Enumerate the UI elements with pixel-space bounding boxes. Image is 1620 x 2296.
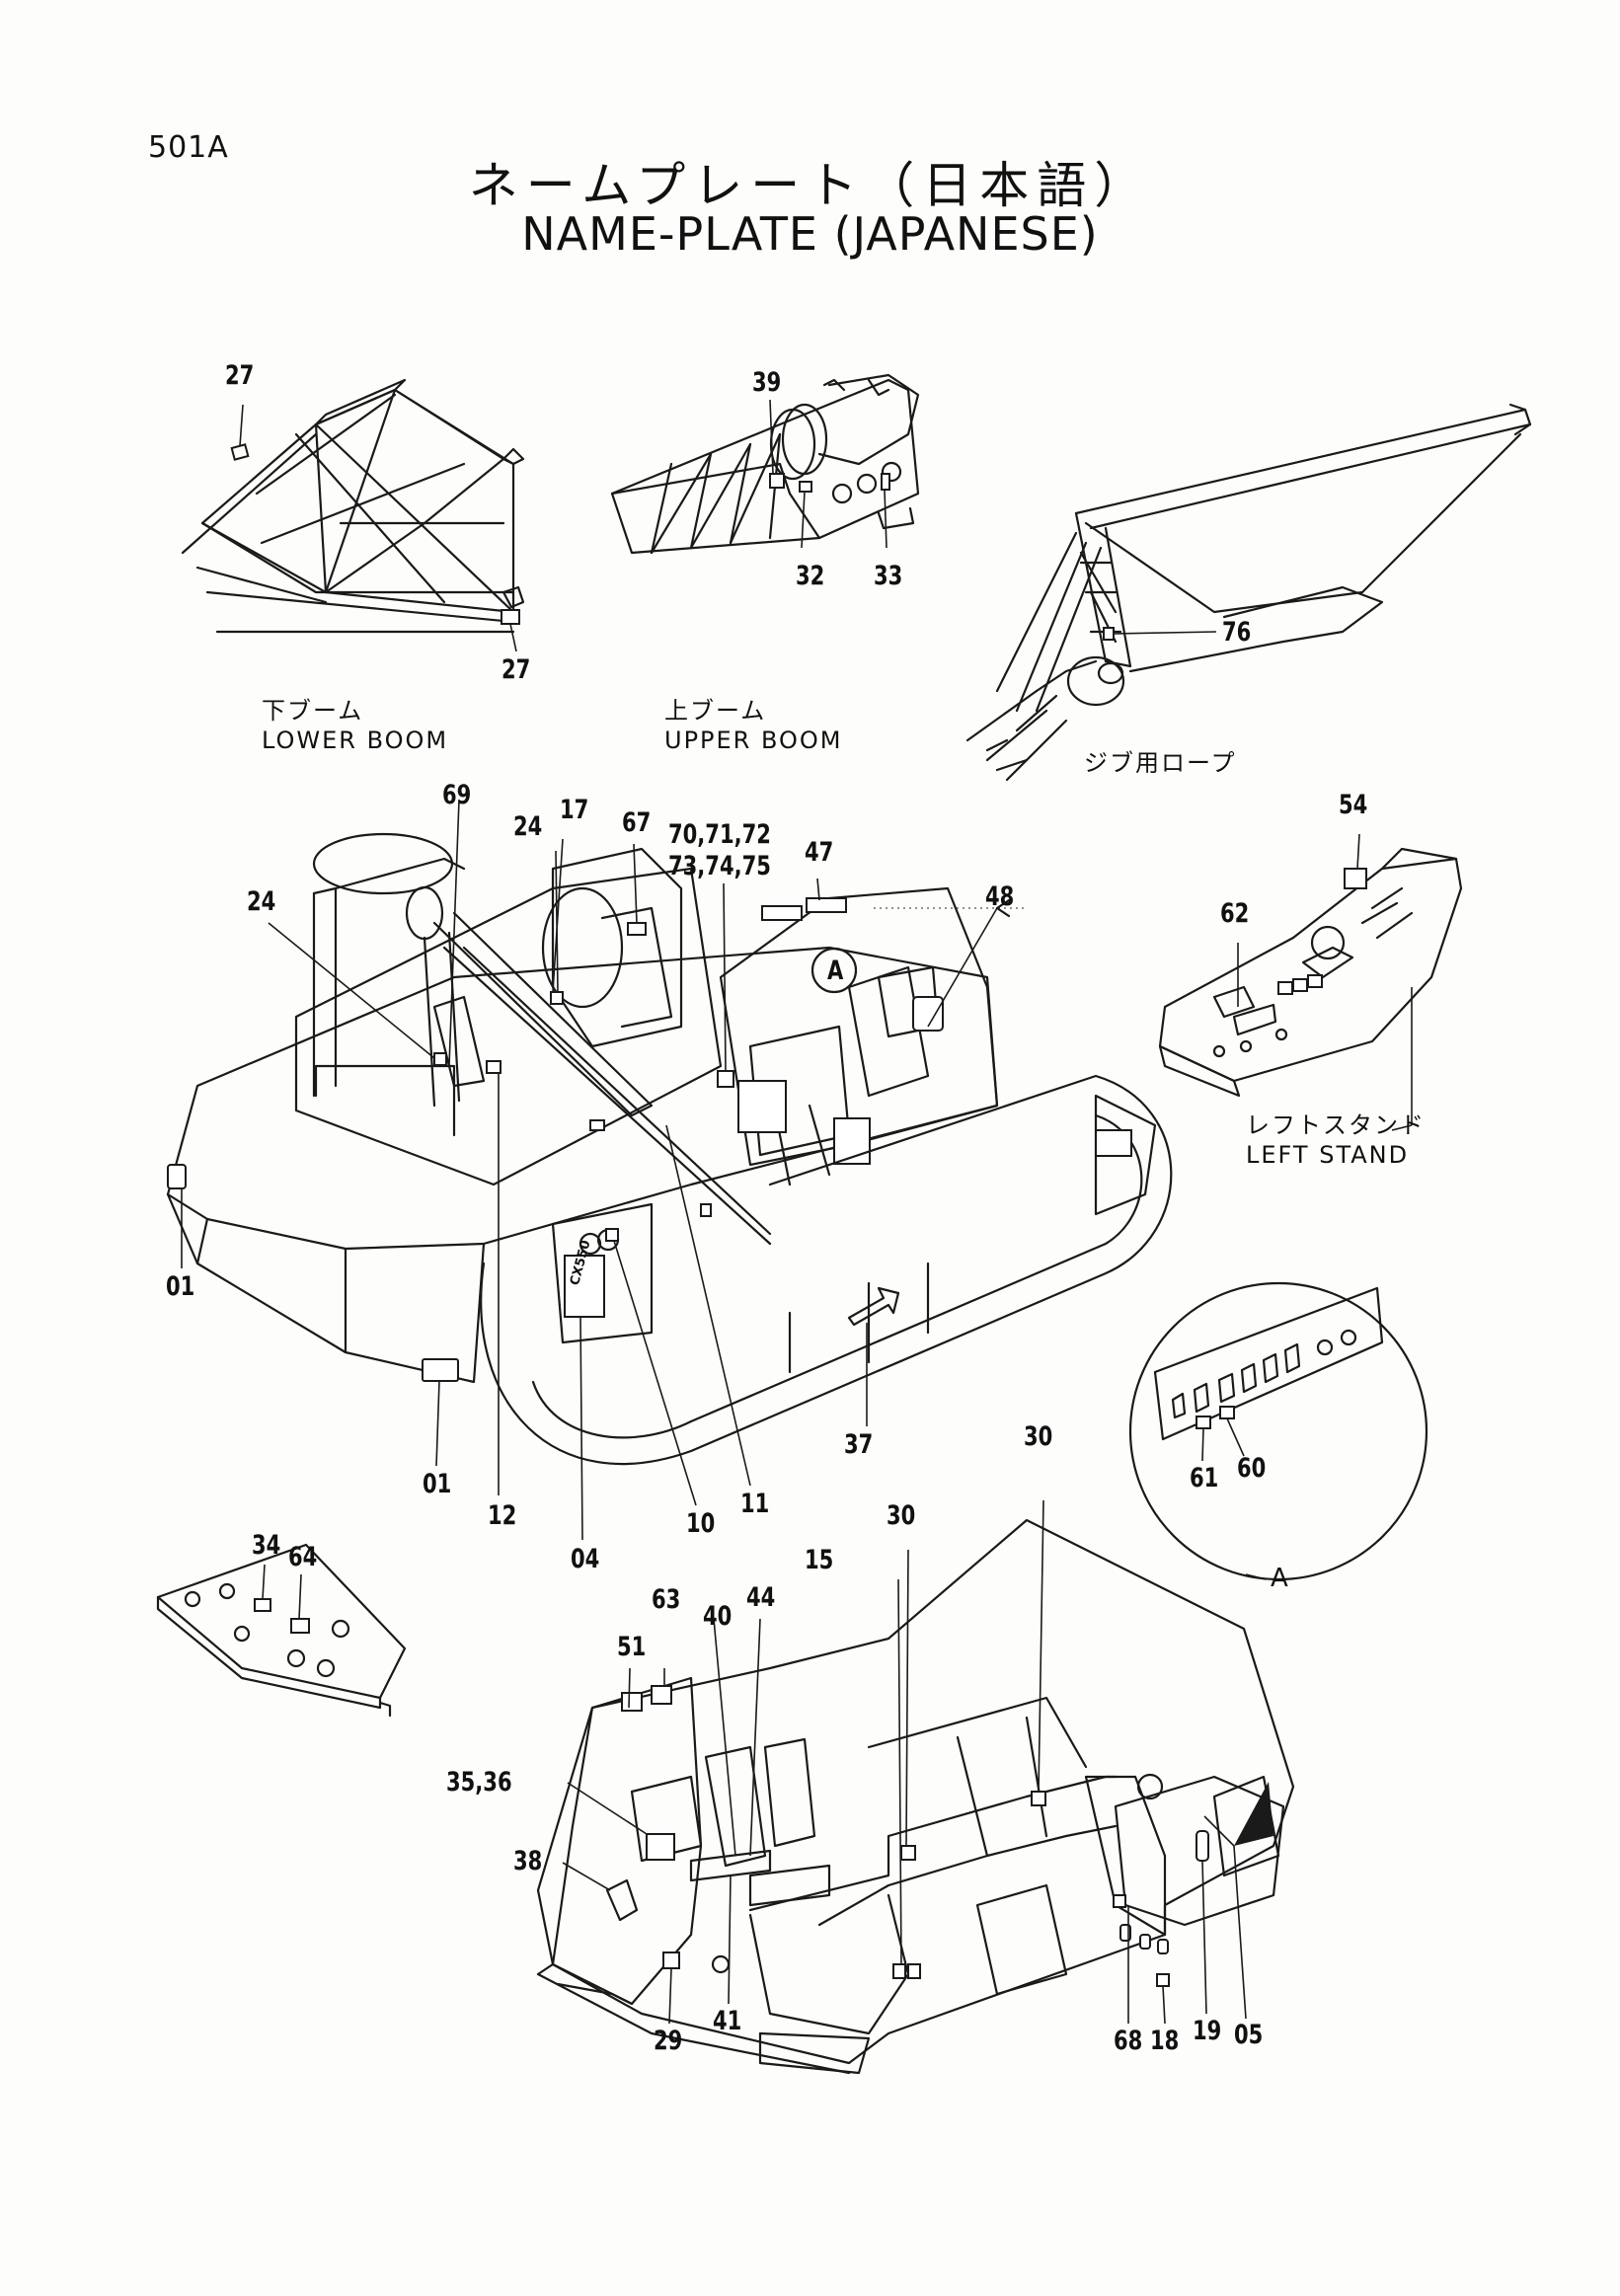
callout-17: 17 (560, 795, 589, 825)
callout-10: 10 (686, 1508, 716, 1539)
rear-view-illustration (536, 1499, 1295, 2075)
callout-60: 60 (1237, 1453, 1267, 1484)
title-english: NAME-PLATE (JAPANESE) (521, 207, 1099, 261)
callout-62: 62 (1220, 898, 1250, 929)
callout-01-right: 01 (423, 1469, 452, 1499)
caption-lower-boom-ja: 下ブーム (262, 697, 364, 725)
callout-40: 40 (703, 1601, 733, 1632)
caption-jib-rope: ジブ用ロープ (1084, 748, 1237, 778)
caption-left-stand-ja: レフトスタンド (1246, 1111, 1426, 1139)
callout-44: 44 (746, 1582, 776, 1613)
caption-upper-boom-ja: 上ブーム (664, 697, 767, 725)
callout-24-lower: 24 (247, 886, 276, 917)
caption-detail-a: A (1271, 1564, 1290, 1593)
callout-15: 15 (805, 1545, 834, 1575)
caption-lower-boom-en: LOWER BOOM (262, 727, 449, 754)
callout-63: 63 (652, 1584, 681, 1615)
callout-32: 32 (796, 561, 825, 591)
callout-47: 47 (805, 837, 834, 868)
caption-left-stand: レフトスタンド LEFT STAND (1246, 1110, 1426, 1170)
callout-33: 33 (874, 561, 903, 591)
callout-19: 19 (1193, 2016, 1222, 2046)
callout-34: 34 (252, 1530, 281, 1561)
callout-69: 69 (442, 780, 472, 810)
callout-41: 41 (713, 2006, 742, 2036)
caption-lower-boom: 下ブーム LOWER BOOM (262, 696, 448, 755)
caption-upper-boom: 上ブーム UPPER BOOM (664, 696, 843, 755)
upper-boom-illustration (610, 373, 920, 555)
caption-left-stand-en: LEFT STAND (1246, 1141, 1410, 1169)
callout-11: 11 (740, 1489, 770, 1519)
left-stand-illustration (1158, 833, 1463, 1131)
lower-boom-illustration (181, 378, 525, 652)
callout-29: 29 (654, 2026, 683, 2056)
callout-37: 37 (844, 1429, 874, 1460)
caption-upper-boom-en: UPPER BOOM (664, 727, 843, 754)
callout-54: 54 (1339, 790, 1368, 820)
callout-61: 61 (1190, 1463, 1219, 1493)
callout-30-left: 30 (887, 1500, 916, 1531)
callout-68: 68 (1114, 2026, 1143, 2056)
callout-04: 04 (571, 1544, 600, 1574)
callout-67: 67 (622, 807, 652, 838)
callout-12: 12 (488, 1500, 517, 1531)
callout-24-upper: 24 (513, 811, 543, 842)
callout-39: 39 (752, 367, 782, 398)
page-code: 501A (148, 130, 229, 165)
callout-27-bottom: 27 (501, 654, 531, 685)
title-japanese: ネームプレート（日本語） (468, 157, 1152, 214)
jib-illustration (965, 403, 1532, 782)
main-machine-illustration (166, 799, 1173, 1541)
callout-64: 64 (288, 1542, 318, 1572)
callout-detail-a-marker: A (827, 956, 844, 986)
callout-48: 48 (985, 881, 1015, 912)
callout-70-71-72: 70,71,72 (668, 819, 771, 850)
callout-51: 51 (617, 1632, 647, 1662)
caption-jib-rope-ja: ジブ用ロープ (1084, 749, 1237, 777)
callout-73-74-75: 73,74,75 (668, 851, 771, 881)
callout-18: 18 (1150, 2026, 1180, 2056)
callout-38: 38 (513, 1846, 543, 1876)
callout-35-36: 35,36 (446, 1767, 512, 1798)
detail-a-illustration (1128, 1281, 1428, 1581)
small-panel-illustration (156, 1543, 407, 1718)
callout-76: 76 (1222, 617, 1252, 648)
callout-27-top: 27 (225, 360, 255, 391)
callout-30-right: 30 (1024, 1421, 1053, 1452)
callout-01-left: 01 (166, 1271, 195, 1302)
callout-05: 05 (1234, 2020, 1264, 2050)
